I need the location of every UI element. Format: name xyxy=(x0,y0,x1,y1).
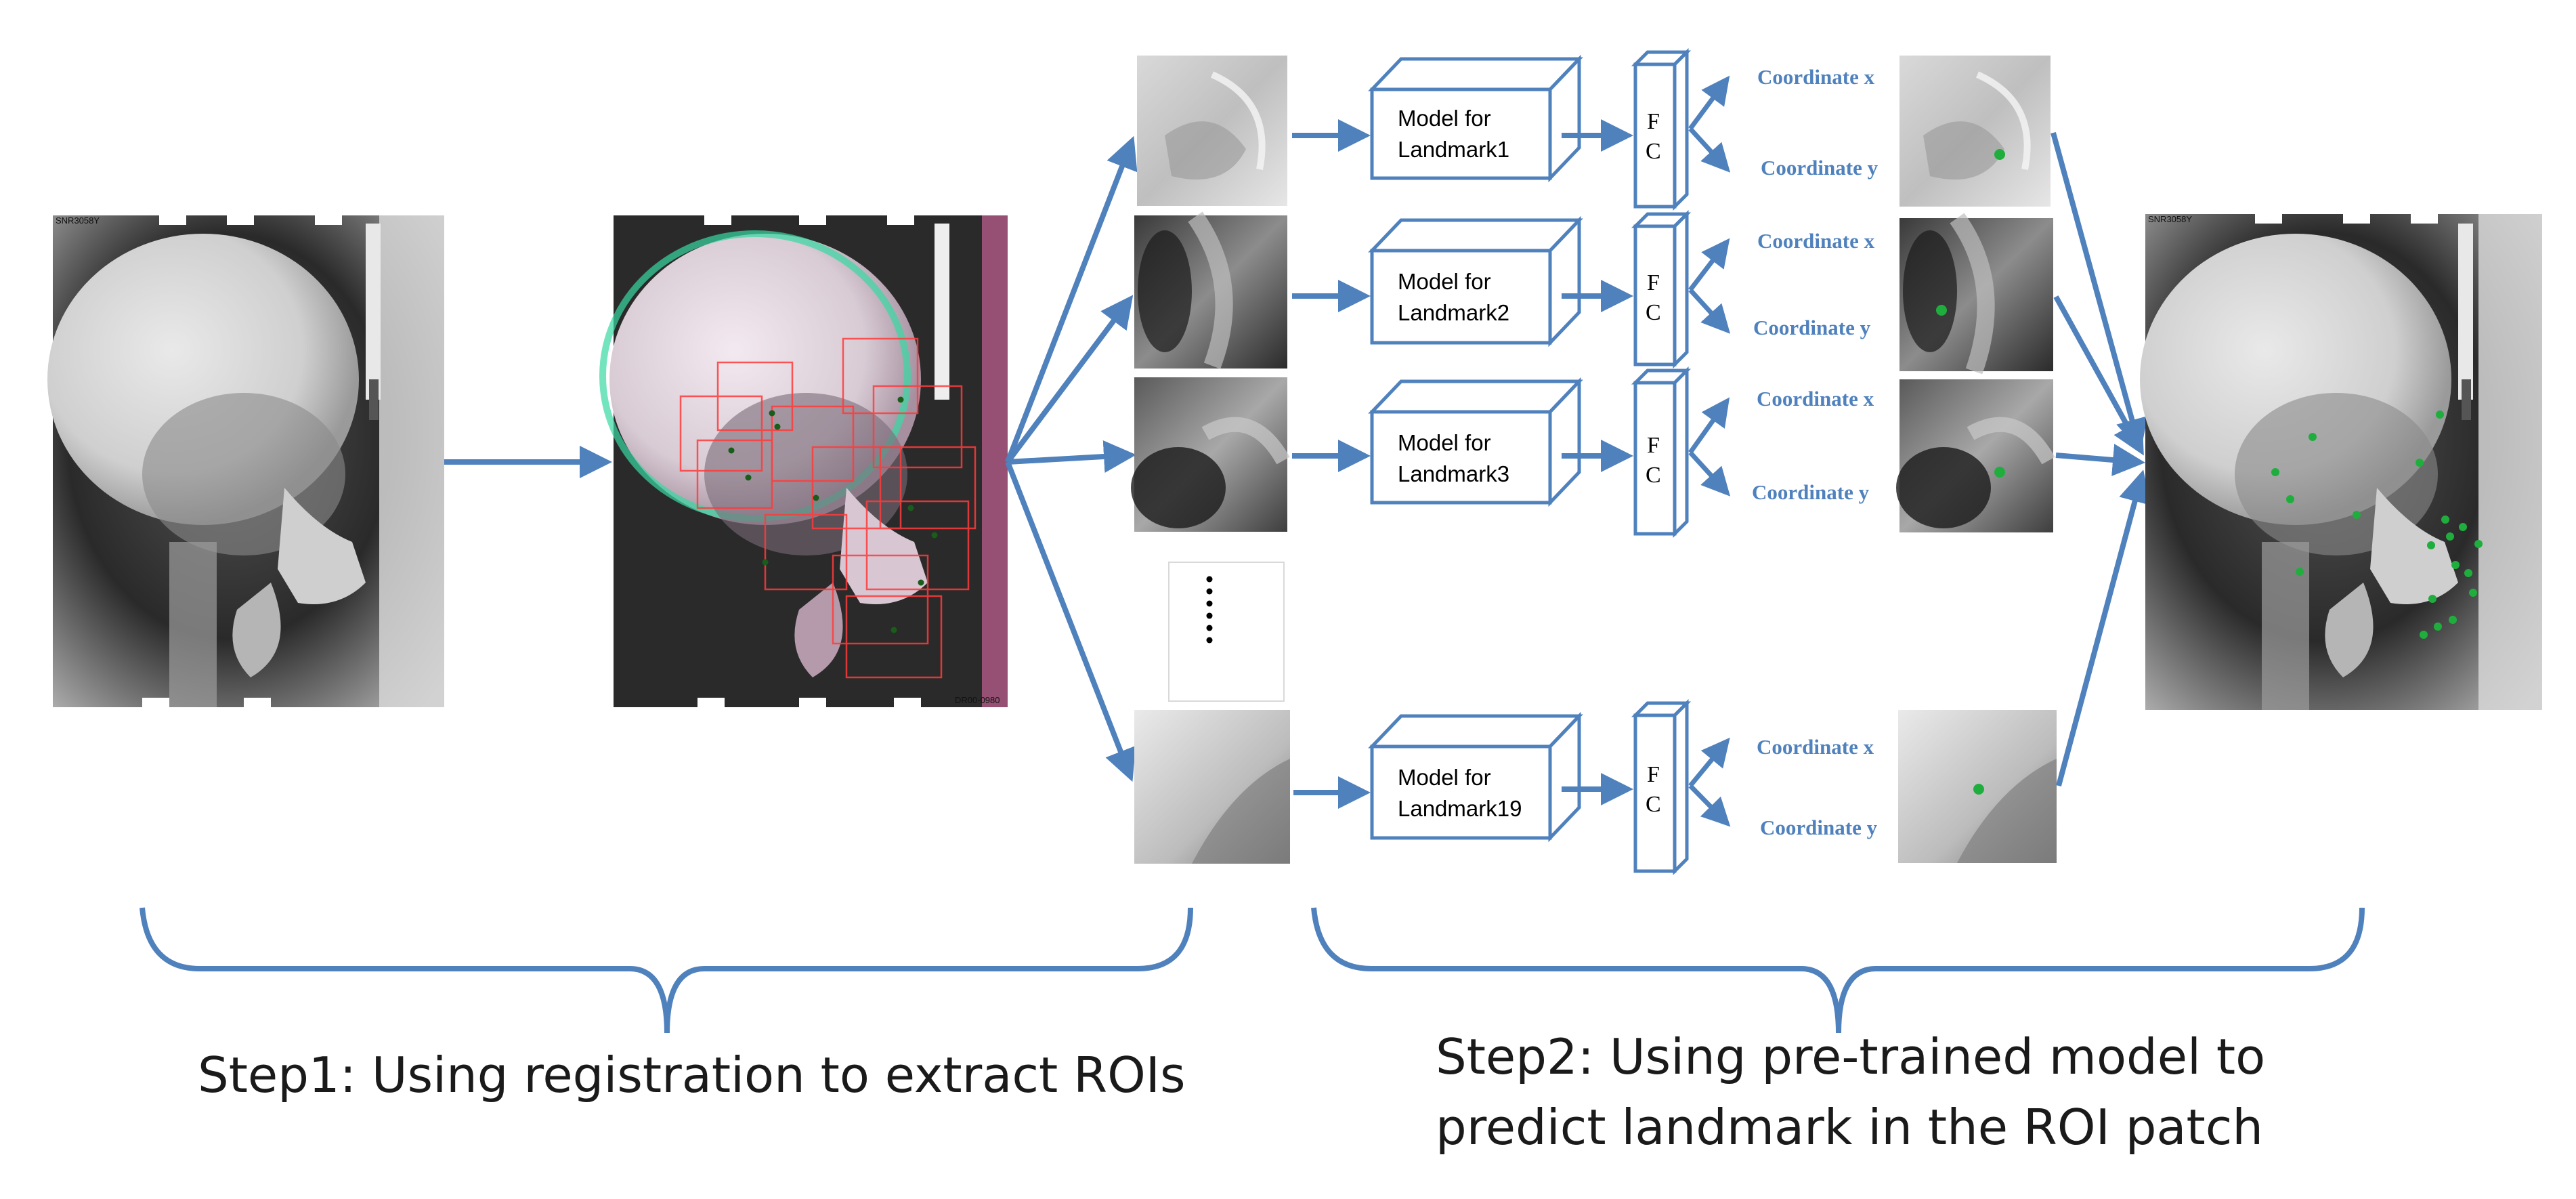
fc-1-c: C xyxy=(1646,139,1661,164)
model-box-19 xyxy=(1368,711,1583,843)
fc-19-f: F xyxy=(1647,762,1660,787)
step2-caption: Step2: Using pre-trained model to predic… xyxy=(1436,1022,2265,1162)
coord-x-3: Coordinate x xyxy=(1757,387,1874,411)
brace-step2 xyxy=(1311,907,2365,1034)
roi-boxes xyxy=(679,337,976,679)
model-3-line1: Model for xyxy=(1398,430,1491,455)
model-1-line2: Landmark1 xyxy=(1398,137,1509,162)
coord-y-3: Coordinate y xyxy=(1752,480,1870,504)
step2-text-line2: predict landmark in the ROI patch xyxy=(1436,1099,2263,1156)
model-19-line1: Model for xyxy=(1398,765,1491,790)
result-cephalogram: SNR3058Y xyxy=(2140,214,2542,710)
model-1-line1: Model for xyxy=(1398,106,1491,131)
model-box-2 xyxy=(1368,215,1583,348)
patch-to-model-arrows xyxy=(1292,119,1371,809)
roi-patch-2 xyxy=(1134,211,1287,369)
ellipsis-panel xyxy=(1168,562,1285,702)
roi-patch-3 xyxy=(1131,377,1290,532)
fc-1-f: F xyxy=(1647,109,1660,134)
fc-block-3 xyxy=(1631,366,1692,539)
step1-caption: Step1: Using registration to extract ROI… xyxy=(198,1040,1186,1110)
output-patch-3 xyxy=(1896,379,2055,532)
input-cephalogram: SNR3058Y xyxy=(47,215,444,707)
model-3-line2: Landmark3 xyxy=(1398,461,1509,486)
coord-y-2: Coordinate y xyxy=(1753,316,1871,339)
model-2-line1: Model for xyxy=(1398,269,1491,294)
coord-y-1: Coordinate y xyxy=(1761,156,1879,180)
step1-text: Step1: Using registration to extract ROI… xyxy=(198,1047,1186,1103)
step2-text-line1: Step2: Using pre-trained model to xyxy=(1436,1028,2266,1085)
output-patch-1 xyxy=(1899,56,2051,207)
fc-3-f: F xyxy=(1647,433,1660,458)
coord-x-2: Coordinate x xyxy=(1757,229,1875,253)
model-box-1 xyxy=(1368,54,1583,183)
fc-2-f: F xyxy=(1647,270,1660,295)
fc-branch-arrows xyxy=(1688,75,1731,827)
film-mark-left: SNR3058Y xyxy=(56,215,100,226)
model-19-line2: Landmark19 xyxy=(1398,796,1522,821)
landmark-dot xyxy=(1973,784,1984,795)
fc-3-c: C xyxy=(1646,463,1661,488)
film-mark-registered: DR00-0980 xyxy=(955,695,1000,705)
brace-step1 xyxy=(139,907,1193,1034)
landmark-dot xyxy=(1994,149,2005,160)
coord-x-1: Coordinate x xyxy=(1757,65,1875,89)
model-to-fc-arrows xyxy=(1562,119,1633,805)
fc-2-c: C xyxy=(1646,300,1661,325)
coord-y-19: Coordinate y xyxy=(1760,816,1878,839)
output-patch-2 xyxy=(1899,213,2053,375)
fan-in-arrows xyxy=(2051,131,2151,787)
output-patch-19 xyxy=(1898,710,2057,863)
fc-block-19 xyxy=(1631,698,1692,876)
landmark-dot xyxy=(1936,305,1947,316)
landmark-dot xyxy=(1994,467,2005,478)
coord-x-19: Coordinate x xyxy=(1757,735,1874,759)
fc-19-c: C xyxy=(1646,792,1661,817)
fc-block-2 xyxy=(1631,209,1692,369)
model-2-line2: Landmark2 xyxy=(1398,300,1509,325)
film-mark-result: SNR3058Y xyxy=(2148,214,2192,224)
result-landmarks xyxy=(2271,411,2483,639)
roi-landmarks xyxy=(728,396,938,633)
roi-patch-1 xyxy=(1137,56,1287,206)
fc-block-1 xyxy=(1631,47,1692,211)
model-box-3 xyxy=(1368,377,1583,507)
registered-cephalogram: DR00-0980 xyxy=(599,215,1008,707)
fan-out-arrows xyxy=(1005,135,1138,782)
roi-patch-19 xyxy=(1134,710,1290,864)
